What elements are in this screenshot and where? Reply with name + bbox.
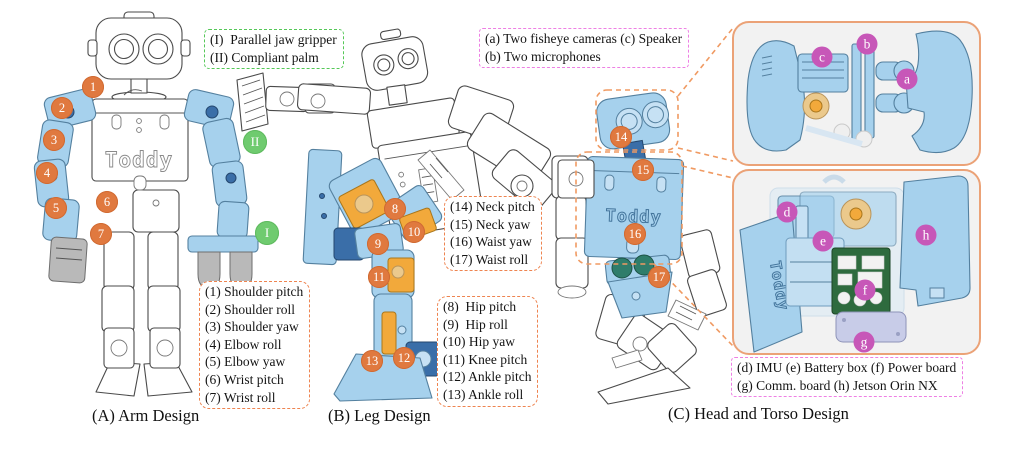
arm-joint-line-4: (4) Elbow roll: [205, 336, 282, 352]
head-exploded-panel: [732, 21, 981, 166]
parallel-jaw-gripper: [187, 235, 259, 289]
joint-marker-4: 4: [36, 162, 58, 184]
arm-joint-line-2: (2) Shoulder roll: [205, 301, 295, 317]
leg-joint-line-2: (9) Hip roll: [443, 316, 508, 332]
gripper-legend: (I) Parallel jaw gripper (II) Compliant …: [204, 29, 344, 70]
neck-waist-line-2: (15) Neck yaw: [450, 216, 531, 232]
leg-joint-line-1: (8) Hip pitch: [443, 299, 517, 314]
robot-b-arm-plate: [302, 148, 343, 266]
robot-c-legs: [595, 293, 697, 405]
caption-head-torso-design: (C) Head and Torso Design: [668, 404, 849, 423]
joint-marker-2: 2: [51, 97, 73, 119]
robot-a-logo: Toddy: [105, 148, 173, 172]
gripper-legend-line-2: (II) Compliant palm: [210, 49, 319, 65]
neck-waist-line-3: (16) Waist yaw: [450, 234, 532, 250]
caption-arm-design: (A) Arm Design: [92, 406, 200, 425]
head-sensors-line-2: (b) Two microphones: [485, 48, 601, 64]
head-sensors-line-1: (a) Two fisheye cameras (c) Speaker: [485, 31, 683, 46]
torso-highlight-box: [575, 151, 683, 265]
camera-plate-2: [864, 47, 875, 139]
robot-a-torso: Toddy: [91, 91, 189, 191]
neck-waist-line-1: (14) Neck pitch: [450, 199, 535, 214]
component-marker-d: d: [776, 201, 798, 223]
back-shell: [899, 175, 971, 307]
joint-marker-7: 7: [90, 223, 112, 245]
robot-a-legs: [95, 189, 193, 397]
head-sensors-legend: (a) Two fisheye cameras (c) Speaker (b) …: [479, 28, 690, 69]
joint-marker-12: 12: [393, 347, 415, 369]
joint-marker-3: 3: [43, 129, 65, 151]
component-marker-g: g: [853, 331, 875, 353]
component-marker-a: a: [896, 68, 918, 90]
torso-components-legend: (d) IMU (e) Battery box (f) Power board …: [731, 357, 964, 398]
camera-plate-1: [851, 43, 862, 143]
arm-joint-line-6: (6) Wrist pitch: [205, 371, 284, 387]
component-marker-c: c: [811, 46, 833, 68]
gripper-legend-line-1: (I) Parallel jaw gripper: [210, 32, 337, 47]
torso-exploded-panel: Toddy: [732, 169, 981, 355]
robot-a-right-arm: [183, 89, 250, 240]
neck-waist-line-4: (17) Waist roll: [450, 251, 529, 267]
arm-joint-line-5: (5) Elbow yaw: [205, 354, 286, 370]
leg-joints-legend: (8) Hip pitch (9) Hip roll (10) Hip yaw …: [437, 296, 539, 407]
joint-marker-16: 16: [624, 223, 646, 245]
robot-b-illustration: [296, 28, 557, 402]
gripper-marker-I: I: [255, 221, 279, 245]
joint-marker-1: 1: [82, 76, 104, 98]
head-shell-left: [746, 40, 806, 152]
arm-joints-legend: (1) Shoulder pitch (2) Shoulder roll (3)…: [199, 281, 311, 410]
joint-marker-8: 8: [384, 198, 406, 220]
torso-components-line-1: (d) IMU (e) Battery box (f) Power board: [737, 360, 957, 375]
robot-b-foot: [333, 353, 433, 402]
robot-c-right-arm: [667, 229, 728, 331]
palm-marker-II: II: [243, 130, 267, 154]
leg-joint-line-6: (13) Ankle roll: [443, 386, 524, 402]
joint-marker-17: 17: [648, 266, 670, 288]
connector-head-top: [677, 27, 734, 97]
leg-joint-line-3: (10) Hip yaw: [443, 334, 515, 350]
leg-joint-line-5: (12) Ankle pitch: [443, 369, 532, 385]
torso-components-line-2: (g) Comm. board (h) Jetson Orin NX: [737, 377, 938, 393]
arm-joint-line-3: (3) Shoulder yaw: [205, 319, 299, 335]
robot-a-illustration: Toddy: [33, 11, 336, 397]
component-marker-f: f: [854, 279, 876, 301]
joint-marker-10: 10: [403, 221, 425, 243]
robot-c-logo: Toddy: [605, 206, 662, 228]
connector-head-bottom: [677, 147, 734, 162]
leg-joint-line-4: (11) Knee pitch: [443, 351, 528, 367]
joint-marker-9: 9: [367, 233, 389, 255]
component-marker-e: e: [812, 230, 834, 252]
robot-b-upper-body: [296, 28, 557, 237]
joint-marker-11: 11: [368, 266, 390, 288]
arm-joint-line-7: (7) Wrist roll: [205, 389, 276, 405]
component-marker-b: b: [856, 33, 878, 55]
head-shell-right: [905, 30, 973, 154]
robot-c-illustration: Toddy: [551, 27, 734, 405]
joint-marker-6: 6: [96, 191, 118, 213]
joint-marker-13: 13: [361, 350, 383, 372]
caption-leg-design: (B) Leg Design: [328, 406, 431, 425]
joint-marker-15: 15: [632, 159, 654, 181]
robot-a-head: [87, 11, 191, 96]
joint-marker-14: 14: [610, 126, 632, 148]
joint-marker-5: 5: [45, 197, 67, 219]
robot-c-torso: Toddy: [583, 156, 685, 261]
head-highlight-box: [595, 89, 679, 151]
neck-waist-joints-legend: (14) Neck pitch (15) Neck yaw (16) Waist…: [444, 196, 542, 272]
connector-torso-top: [681, 165, 734, 179]
arm-joint-line-1: (1) Shoulder pitch: [205, 284, 304, 299]
component-marker-h: h: [915, 224, 937, 246]
